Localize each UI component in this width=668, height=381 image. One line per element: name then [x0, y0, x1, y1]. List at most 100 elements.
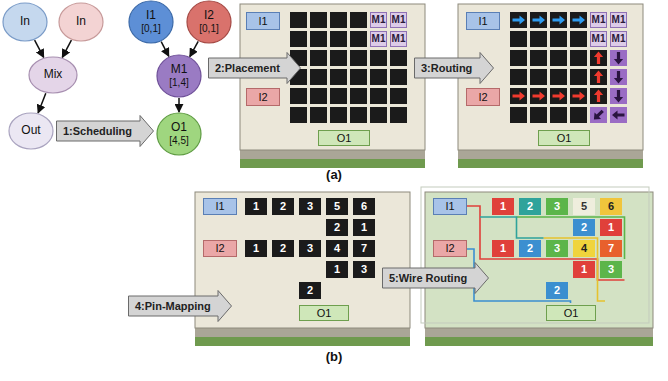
fluid-node: M1[1,4]	[156, 54, 202, 98]
io-port: I1	[433, 198, 467, 215]
electrode-cell: 7	[600, 240, 622, 257]
node-label: O1	[171, 121, 187, 135]
node-label: Mix	[44, 68, 63, 82]
route-arrow	[614, 71, 623, 84]
flow-edge	[38, 93, 46, 113]
node-label: M1	[171, 63, 188, 77]
cell-number: 4	[334, 242, 340, 255]
node-outline	[59, 3, 103, 41]
port-label: O1	[337, 132, 352, 145]
cell-number: 2	[527, 200, 533, 213]
cell-number: 1	[253, 200, 259, 213]
cell-number: 2	[280, 242, 286, 255]
node-outline	[187, 1, 231, 43]
electrode-cell: 1	[492, 198, 514, 215]
step-arrow: 1:Scheduling	[56, 115, 154, 147]
electrode-cell: 2	[326, 219, 348, 236]
fluid-node: I2[0,1]	[186, 0, 232, 44]
port-label: I2	[478, 91, 487, 104]
electrode	[350, 69, 367, 85]
electrode	[330, 69, 347, 85]
port-label: I1	[445, 200, 454, 213]
mixer-cell: M1	[390, 31, 408, 47]
pcb-wires	[467, 206, 625, 303]
electrode-cell: 3	[546, 198, 568, 215]
chip-board	[458, 4, 643, 168]
electrode	[610, 88, 627, 104]
node-outline	[29, 57, 77, 93]
electrode-cell: 2	[519, 198, 541, 215]
electrode-cell: 7	[353, 240, 375, 257]
io-port: I1	[246, 12, 280, 30]
electrode	[510, 50, 527, 66]
electrode	[350, 107, 367, 123]
electrode	[570, 31, 587, 47]
fluid-node: In	[58, 2, 104, 42]
electrode	[570, 69, 587, 85]
cell-number: 4	[581, 242, 587, 255]
mixer-label: M1	[592, 33, 606, 45]
electrode	[530, 69, 547, 85]
step-arrow: 2:Placement	[208, 52, 301, 84]
mixer-label: M1	[372, 33, 386, 45]
cell-number: 1	[500, 200, 506, 213]
route-arrow	[573, 15, 586, 24]
mixer-label: M1	[392, 14, 406, 26]
electrode	[370, 69, 387, 85]
electrode	[550, 107, 567, 123]
electrode	[570, 107, 587, 123]
cell-number: 6	[608, 200, 614, 213]
io-port: I2	[203, 240, 237, 257]
cell-number: 2	[280, 200, 286, 213]
mixer-cell: M1	[590, 31, 608, 47]
io-port: I2	[466, 88, 500, 106]
node-outline	[3, 3, 47, 41]
electrode	[390, 50, 407, 66]
electrode	[310, 31, 327, 47]
electrode-cell: 1	[600, 219, 622, 236]
electrode	[310, 12, 327, 28]
node-outline	[129, 1, 173, 43]
electrode-cell: 2	[519, 240, 541, 257]
cell-number: 6	[361, 200, 367, 213]
port-label: O1	[564, 307, 579, 320]
cell-number: 2	[334, 221, 340, 234]
electrode-cell: 2	[546, 282, 568, 299]
route-arrow	[594, 52, 603, 65]
electrode	[390, 69, 407, 85]
route-arrow	[612, 110, 625, 119]
port-label: I1	[478, 15, 487, 28]
electrode	[330, 107, 347, 123]
flow-edge	[35, 40, 44, 57]
electrode	[610, 69, 627, 85]
route-arrow	[591, 108, 606, 123]
route-arrow	[533, 91, 546, 100]
electrode	[510, 69, 527, 85]
node-label: In	[76, 15, 86, 29]
electrode	[570, 50, 587, 66]
electrode	[370, 88, 387, 104]
cell-number: 3	[554, 200, 560, 213]
electrode-cell: 4	[326, 240, 348, 257]
route-arrow	[553, 15, 566, 24]
electrode-cell: 3	[600, 261, 622, 278]
wire	[467, 206, 625, 280]
electrode	[530, 50, 547, 66]
electrode	[550, 12, 567, 28]
arrow-outline	[383, 263, 489, 294]
cell-number: 1	[361, 221, 367, 234]
electrode-cell: 3	[299, 240, 321, 257]
io-port: I1	[466, 12, 500, 30]
board-top	[425, 192, 653, 328]
arrow-outline	[129, 291, 232, 322]
mixer-cell: M1	[370, 31, 388, 47]
electrode	[350, 50, 367, 66]
electrode	[590, 50, 607, 66]
flow-edge	[161, 42, 169, 57]
electrode	[590, 107, 607, 123]
cell-number: 1	[608, 221, 614, 234]
electrode-cell: 1	[245, 198, 267, 215]
electrode	[510, 88, 527, 104]
io-port: O1	[299, 305, 349, 321]
